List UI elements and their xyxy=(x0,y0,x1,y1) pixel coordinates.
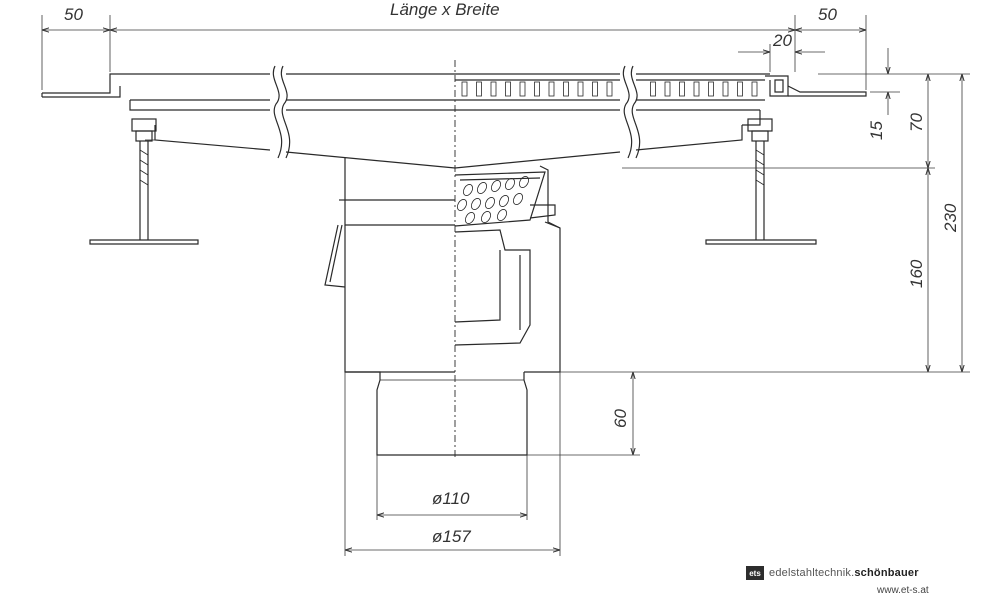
basket-hole xyxy=(485,197,495,209)
grating-slot xyxy=(519,81,526,97)
basket-hole xyxy=(497,209,507,221)
dimension-lines xyxy=(41,15,970,556)
basket-hole xyxy=(477,182,487,194)
grating-slot xyxy=(737,81,743,97)
grating-slot xyxy=(505,81,511,97)
dim-left-flange: 50 xyxy=(64,5,83,24)
dim-70: 70 xyxy=(907,113,926,132)
grating-slot xyxy=(592,81,598,97)
drain-body xyxy=(145,125,743,169)
grating-slot xyxy=(708,81,714,97)
brand-name-bold: schönbauer xyxy=(854,567,919,579)
outlet-body xyxy=(324,158,561,456)
dim-diameter-110: ø110 xyxy=(432,489,470,508)
flange-plate xyxy=(41,73,455,111)
basket-hole xyxy=(465,212,475,224)
dim-diameter-157: ø157 xyxy=(432,527,471,546)
brand-name: edelstahltechnik.schönbauer xyxy=(769,567,919,579)
grating-slot xyxy=(650,81,656,97)
grating-slot xyxy=(548,81,555,97)
basket-hole xyxy=(491,180,501,192)
grating-slot xyxy=(722,81,729,97)
dim-230: 230 xyxy=(941,203,960,233)
brand-name-light: edelstahltechnik. xyxy=(769,567,855,579)
dim-right-flange: 50 xyxy=(818,5,837,24)
levelling-foot-right xyxy=(705,118,817,245)
basket-hole xyxy=(505,178,515,190)
basket-hole xyxy=(499,195,509,207)
levelling-foot-left xyxy=(89,118,199,245)
grating-slot xyxy=(679,81,685,97)
brand-url: www.et-s.at xyxy=(877,585,929,596)
grating-slot xyxy=(693,81,700,97)
grating-slot xyxy=(534,81,540,97)
dim-15: 15 xyxy=(867,121,886,140)
grating-slot xyxy=(476,81,482,97)
dirt-basket xyxy=(454,171,556,346)
grating-slot xyxy=(461,81,468,97)
dim-edge-20: 20 xyxy=(772,31,792,50)
grating-slot xyxy=(664,81,671,97)
grating-slot xyxy=(751,81,758,97)
grating-slot xyxy=(563,81,569,97)
grating-slot xyxy=(490,81,497,97)
grating-slot xyxy=(606,81,613,97)
basket-hole xyxy=(457,199,467,211)
brand-logo: ets edelstahltechnik.schönbauer xyxy=(746,566,919,580)
basket-hole xyxy=(481,211,491,223)
dim-160: 160 xyxy=(907,259,926,288)
basket-hole xyxy=(513,193,523,205)
basket-hole xyxy=(463,184,473,196)
ets-logo-mark: ets xyxy=(746,566,764,580)
break-lines xyxy=(272,65,641,159)
grating xyxy=(455,73,867,126)
dim-length-width: Länge x Breite xyxy=(390,0,500,19)
dim-60: 60 xyxy=(611,409,630,428)
basket-hole xyxy=(471,198,481,210)
grating-slot xyxy=(577,81,584,97)
basket-hole xyxy=(519,176,529,188)
